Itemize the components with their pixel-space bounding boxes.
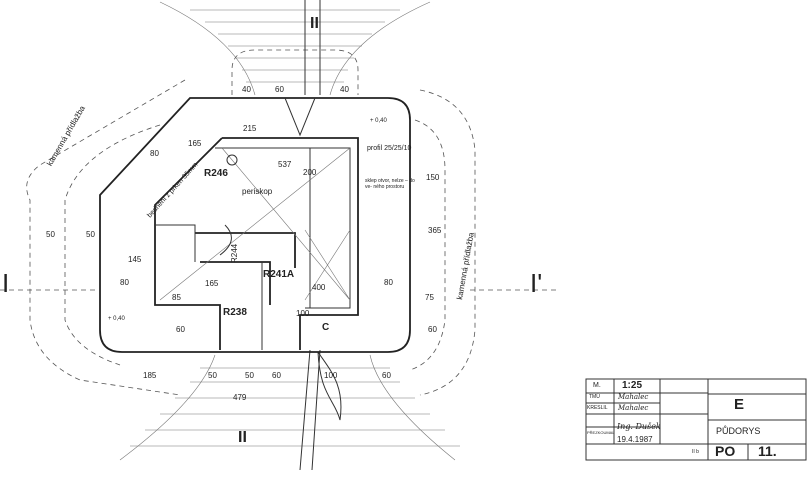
paving-outlines <box>0 79 560 396</box>
dimension-label: 75 <box>425 293 434 302</box>
checked-signature: Ing. Dušek <box>617 422 661 431</box>
room-label: R238 <box>223 307 247 318</box>
elevation-label: 537 <box>278 160 292 169</box>
room-label: R246 <box>204 168 228 179</box>
room-label: R244 <box>230 243 239 263</box>
dimension-label: 85 <box>172 293 181 302</box>
date: 19.4.1987 <box>617 435 653 444</box>
dimension-label: 400 <box>312 283 326 292</box>
drawn-label: TMÚ <box>589 394 600 400</box>
level-note: + 0,40 <box>370 118 388 124</box>
section-mark-right: I' <box>530 268 542 298</box>
title-block: M. 1:25 TMÚ Mahalec KRESLIL Mahalec PŘEZ… <box>586 379 806 460</box>
scale-label: M. <box>593 382 601 389</box>
dimension-label: 60 <box>275 85 284 94</box>
sheet-code-prefix: II b <box>692 449 699 455</box>
dimension-labels: 40 60 40 215 80 165 145 80 165 85 60 50 … <box>46 85 442 402</box>
dimension-label: 185 <box>143 371 157 380</box>
periskop-note: periskop <box>242 187 273 196</box>
title-block-frame <box>585 378 807 461</box>
hatch-note: sklep otvor, nelze – do ve- ného prostor… <box>365 178 415 190</box>
bottom-approach-hatch <box>119 349 460 471</box>
drawer-value: Mahalec <box>618 404 649 412</box>
scale-value: 1:25 <box>622 380 643 391</box>
dimension-label: 60 <box>272 371 281 380</box>
checked-label: PŘEZKOUMAL <box>587 430 615 435</box>
dimension-label: 50 <box>46 230 55 239</box>
dimension-label: 60 <box>176 325 185 334</box>
object-code: E <box>734 396 745 413</box>
dimension-label: 80 <box>384 278 393 287</box>
letter-c: C <box>322 322 329 333</box>
drawer-label: KRESLIL <box>587 405 608 411</box>
dimension-label: 50 <box>208 371 217 380</box>
dimension-label: 479 <box>233 393 247 402</box>
section-mark-bottom: II <box>238 429 247 446</box>
dimension-label: 50 <box>245 371 254 380</box>
dimension-label: 165 <box>188 139 202 148</box>
profile-note: profil 25/25/10 <box>367 145 411 152</box>
dimension-label: 145 <box>128 255 142 264</box>
outer-slab-outline <box>99 97 411 353</box>
stone-paving-note-left: kamenná přídlažba <box>45 104 87 168</box>
dimension-label: 215 <box>243 124 257 133</box>
boards-note: bednění z prken 35mm <box>146 161 199 219</box>
level-note: + 0,40 <box>108 316 126 322</box>
dimension-label: 150 <box>426 173 440 182</box>
drawn-value: Mahalec <box>618 393 649 401</box>
section-mark-left: I <box>2 268 9 298</box>
dimension-label: 60 <box>428 325 437 334</box>
sheet-code: PO <box>715 443 736 459</box>
sheet-title: PŮDORYS <box>716 426 761 436</box>
dimension-label: 40 <box>340 85 349 94</box>
dimension-label: 40 <box>242 85 251 94</box>
dimension-label: 80 <box>120 278 129 287</box>
elevation-sub-label: 200 <box>303 168 317 177</box>
dimension-label: 60 <box>382 371 391 380</box>
room-label: R241A <box>263 269 294 280</box>
sheet-number: 11. <box>758 443 777 459</box>
dimension-label: 100 <box>324 371 338 380</box>
top-approach-hatch <box>159 0 431 96</box>
dimension-label: 165 <box>205 279 219 288</box>
dimension-label: 80 <box>150 149 159 158</box>
dimension-label: 50 <box>86 230 95 239</box>
section-mark-top: II <box>310 15 319 32</box>
dimension-label: 100 <box>296 309 310 318</box>
inner-walls <box>154 97 359 350</box>
dimension-label: 365 <box>428 226 442 235</box>
